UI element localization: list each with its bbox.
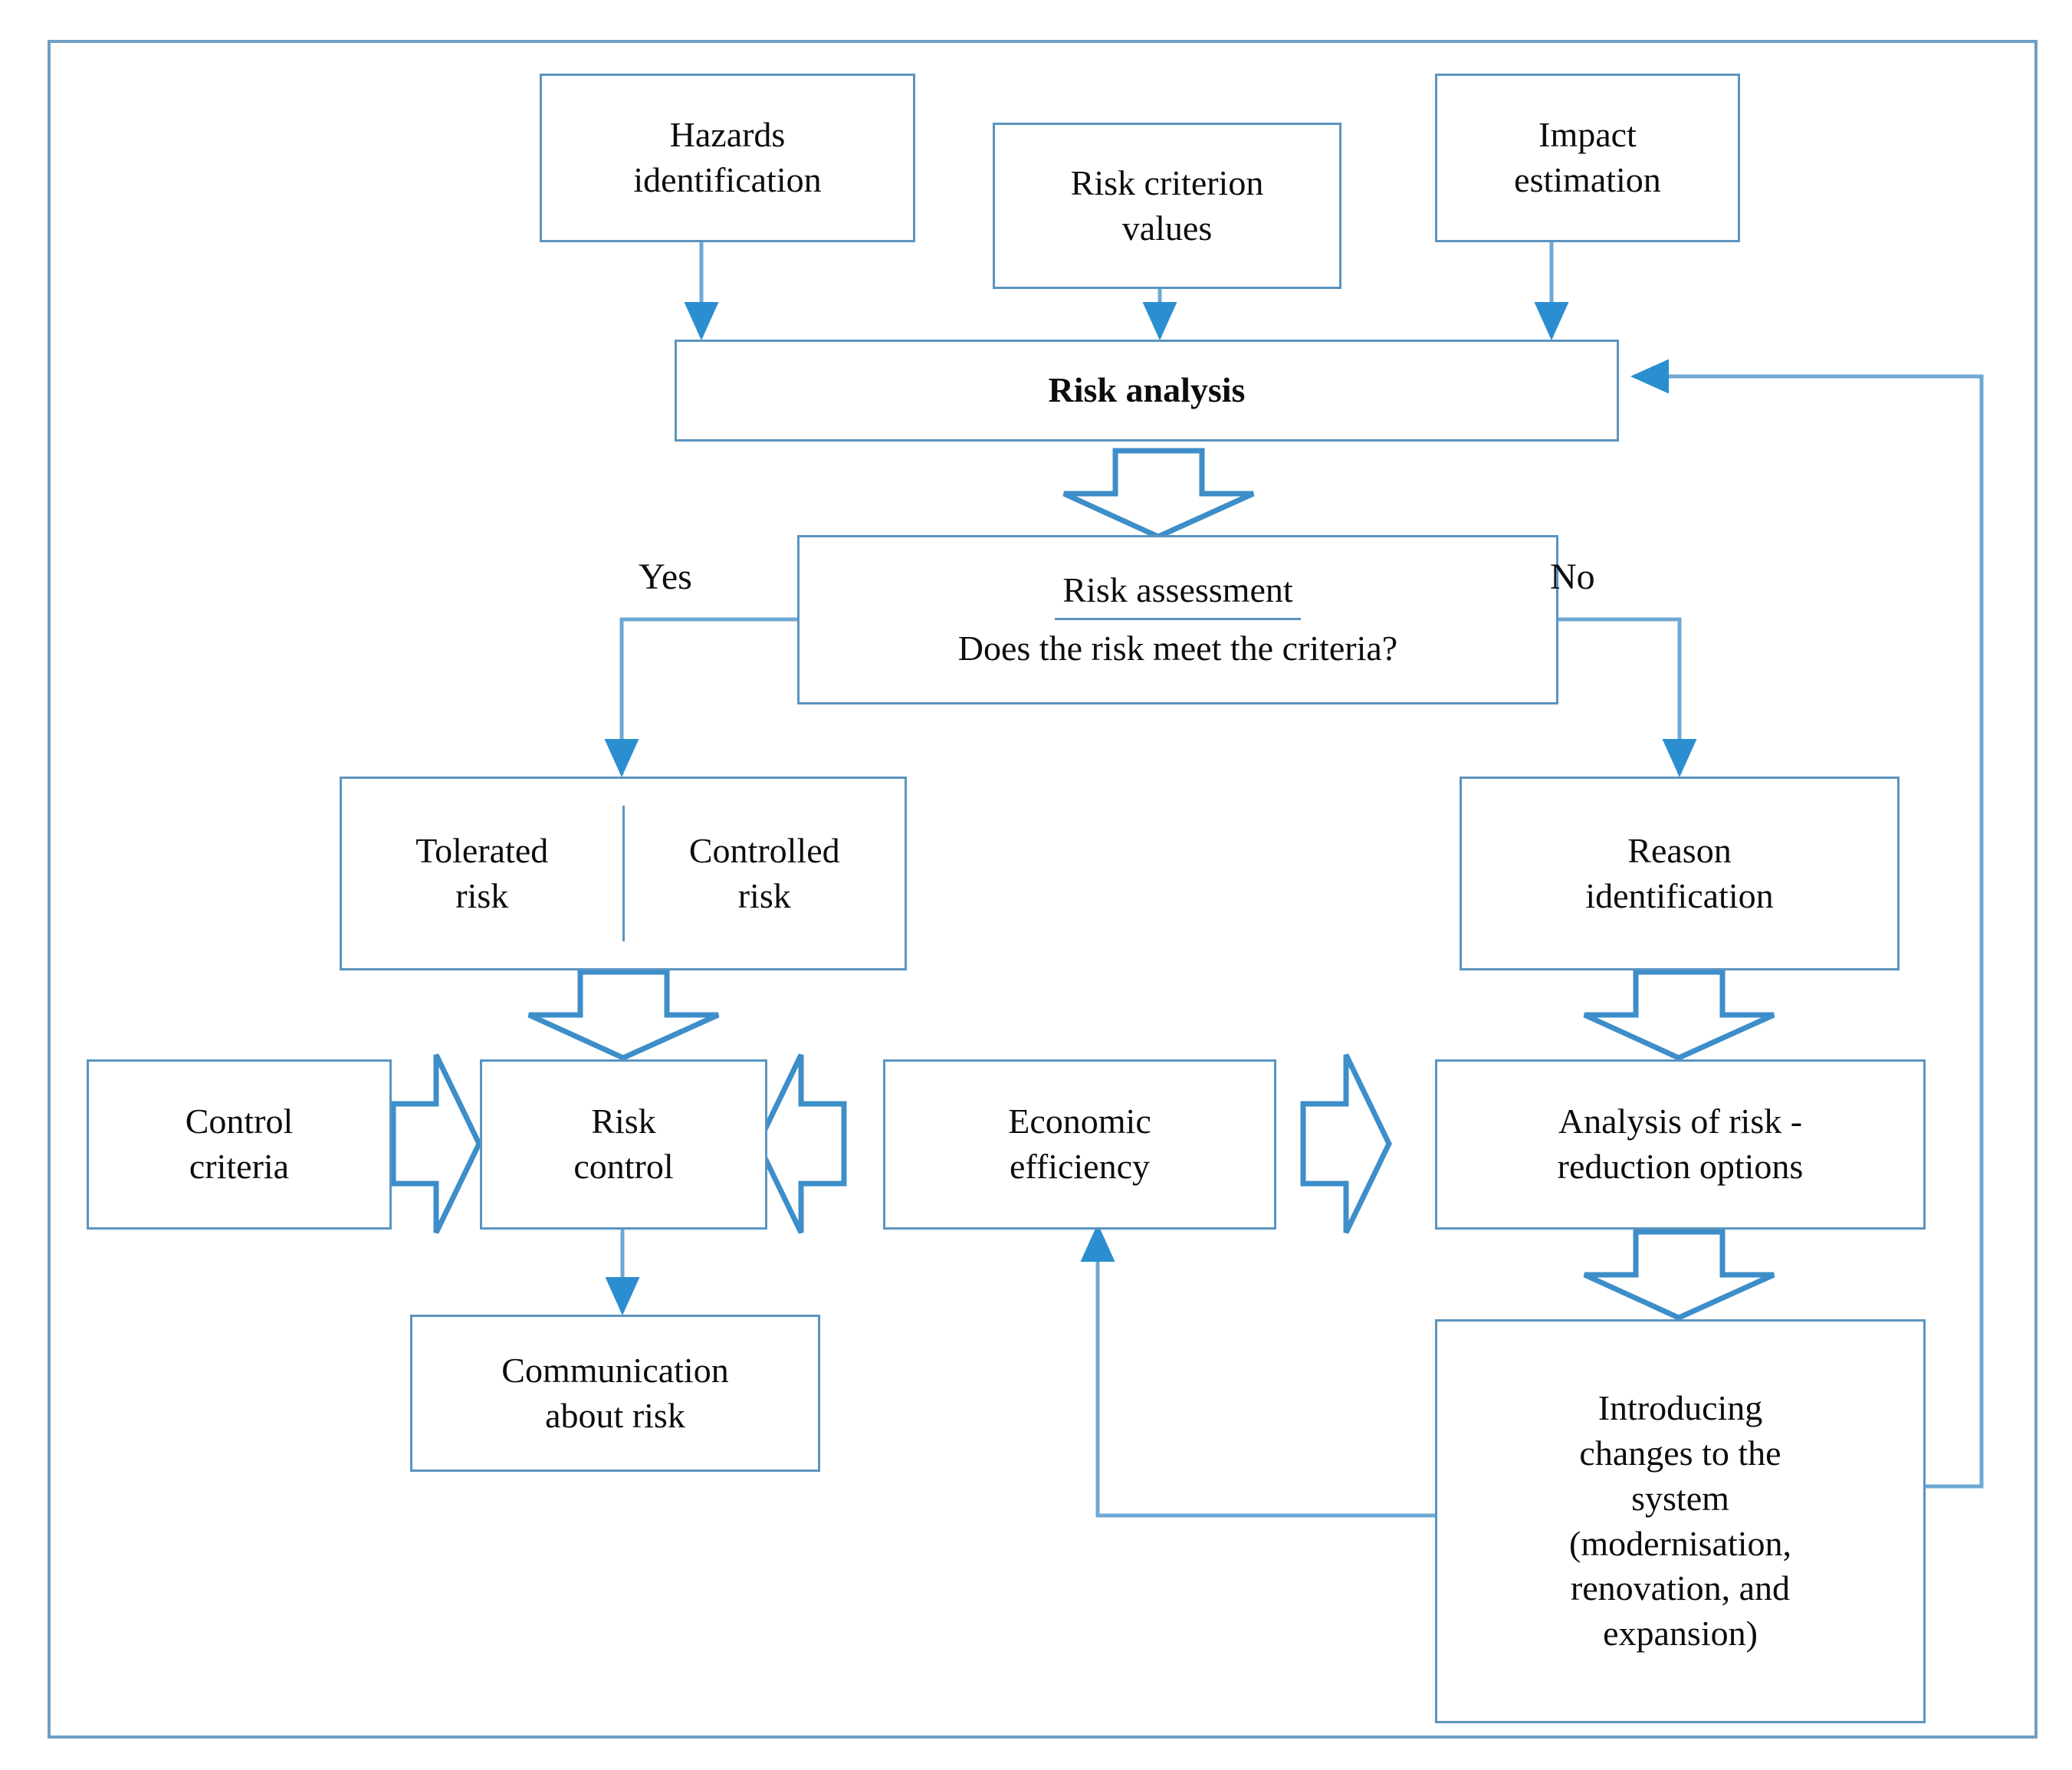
edge-label-no: No (1550, 557, 1595, 597)
node-hazards-identification[interactable]: Hazards identification (540, 74, 915, 242)
node-tolerated-controlled-risk[interactable]: Tolerated risk Controlled risk (340, 777, 907, 970)
node-risk-analysis[interactable]: Risk analysis (675, 340, 1619, 442)
edge-label-yes: Yes (639, 557, 692, 597)
node-risk-control[interactable]: Risk control (480, 1059, 767, 1230)
node-economic-efficiency[interactable]: Economic efficiency (883, 1059, 1276, 1230)
node-analysis-risk-reduction-options[interactable]: Analysis of risk - reduction options (1435, 1059, 1926, 1230)
node-tolerated-risk[interactable]: Tolerated risk (415, 830, 549, 915)
split-divider (622, 805, 625, 942)
node-communication-about-risk[interactable]: Communication about risk (410, 1315, 820, 1472)
node-risk-assessment[interactable]: Risk assessment Does the risk meet the c… (797, 535, 1558, 704)
node-introducing-changes[interactable]: Introducing changes to the system (moder… (1435, 1319, 1926, 1723)
node-risk-criterion-values[interactable]: Risk criterion values (993, 123, 1341, 289)
risk-assessment-title: Risk assessment (1055, 568, 1301, 620)
node-controlled-risk[interactable]: Controlled risk (688, 830, 840, 915)
risk-assessment-question: Does the risk meet the criteria? (957, 629, 1398, 668)
node-reason-identification[interactable]: Reason identification (1460, 777, 1900, 970)
node-impact-estimation[interactable]: Impact estimation (1435, 74, 1740, 242)
node-control-criteria[interactable]: Control criteria (87, 1059, 392, 1230)
